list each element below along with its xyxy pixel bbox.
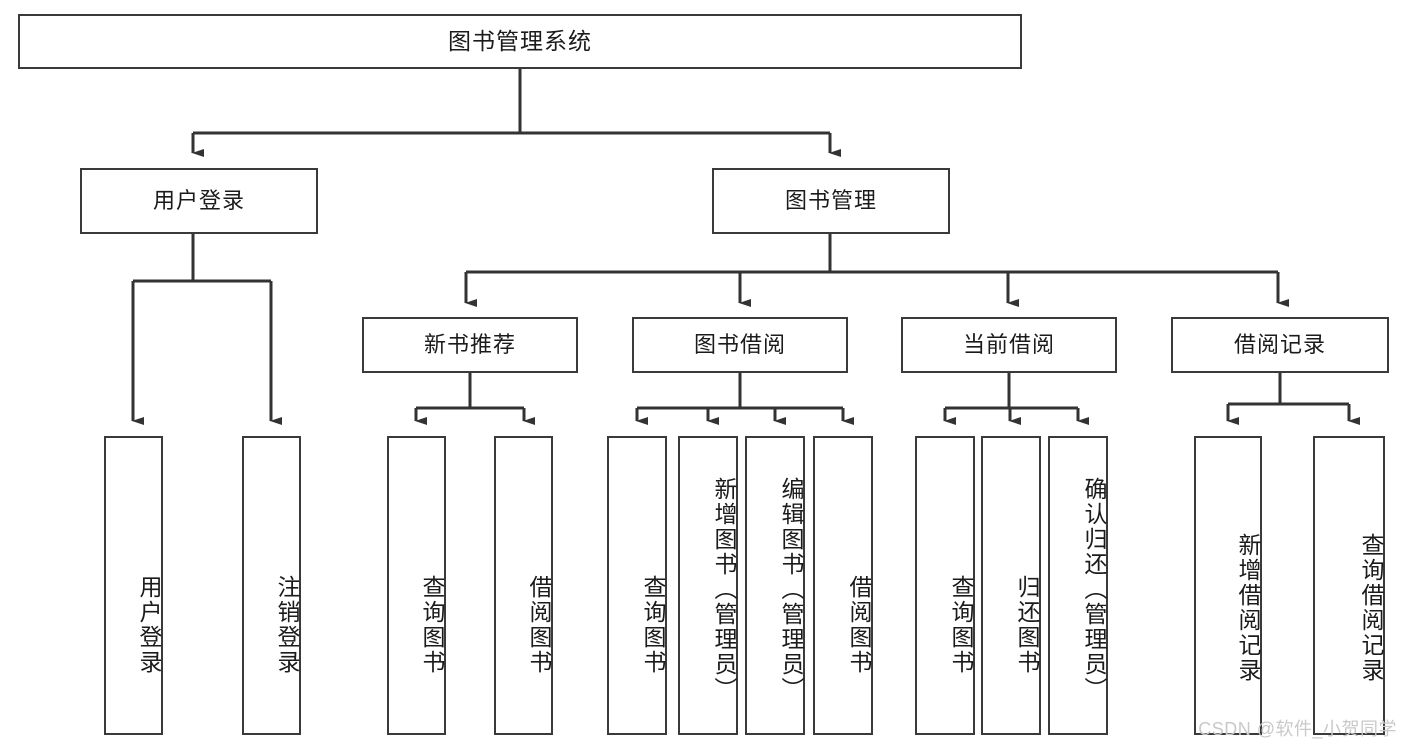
leaf-confirm-return-label: 确认归还（管理员） xyxy=(1081,477,1107,702)
leaf-add-record-label: 新增借阅记录 xyxy=(1235,532,1261,683)
leaf-query-book-3-label: 查询图书 xyxy=(948,574,974,675)
leaf-query-book-2-label: 查询图书 xyxy=(640,574,666,675)
leaf-return-book[interactable]: 归还图书 xyxy=(981,436,1041,735)
leaf-borrow-book-2[interactable]: 借阅图书 xyxy=(813,436,873,735)
leaf-logout-login-label: 注销登录 xyxy=(274,574,300,675)
node-book-borrow-label: 图书借阅 xyxy=(693,331,786,357)
node-root[interactable]: 图书管理系统 xyxy=(18,14,1022,69)
node-book-borrow[interactable]: 图书借阅 xyxy=(632,317,848,373)
node-new-book-recommend-label: 新书推荐 xyxy=(423,331,516,357)
leaf-logout-login[interactable]: 注销登录 xyxy=(242,436,301,735)
node-borrow-record-label: 借阅记录 xyxy=(1233,331,1326,357)
leaf-user-login[interactable]: 用户登录 xyxy=(104,436,163,735)
leaf-query-book-3[interactable]: 查询图书 xyxy=(915,436,975,735)
leaf-query-book-2[interactable]: 查询图书 xyxy=(607,436,667,735)
node-book-management[interactable]: 图书管理 xyxy=(712,168,950,234)
leaf-query-book-1[interactable]: 查询图书 xyxy=(387,436,446,735)
node-user-login-label: 用户登录 xyxy=(152,187,245,213)
leaf-add-book-label: 新增图书（管理员） xyxy=(711,477,737,702)
node-book-management-label: 图书管理 xyxy=(784,187,877,213)
leaf-borrow-book-1-label: 借阅图书 xyxy=(526,574,552,675)
node-root-label: 图书管理系统 xyxy=(448,27,592,54)
leaf-confirm-return[interactable]: 确认归还（管理员） xyxy=(1048,436,1108,735)
leaf-edit-book-label: 编辑图书（管理员） xyxy=(778,477,804,702)
leaf-borrow-book-2-label: 借阅图书 xyxy=(846,574,872,675)
node-current-borrow[interactable]: 当前借阅 xyxy=(901,317,1117,373)
node-new-book-recommend[interactable]: 新书推荐 xyxy=(362,317,578,373)
node-current-borrow-label: 当前借阅 xyxy=(962,331,1055,357)
leaf-return-book-label: 归还图书 xyxy=(1014,574,1040,675)
leaf-query-record[interactable]: 查询借阅记录 xyxy=(1313,436,1385,735)
leaf-borrow-book-1[interactable]: 借阅图书 xyxy=(494,436,553,735)
node-borrow-record[interactable]: 借阅记录 xyxy=(1171,317,1389,373)
leaf-query-book-1-label: 查询图书 xyxy=(419,574,445,675)
node-user-login[interactable]: 用户登录 xyxy=(80,168,318,234)
leaf-add-record[interactable]: 新增借阅记录 xyxy=(1194,436,1262,735)
leaf-add-book[interactable]: 新增图书（管理员） xyxy=(678,436,738,735)
leaf-query-record-label: 查询借阅记录 xyxy=(1358,532,1384,683)
leaf-edit-book[interactable]: 编辑图书（管理员） xyxy=(745,436,805,735)
leaf-user-login-label: 用户登录 xyxy=(136,574,162,675)
csdn-watermark: CSDN @软件_小贺同学 xyxy=(1198,719,1397,739)
